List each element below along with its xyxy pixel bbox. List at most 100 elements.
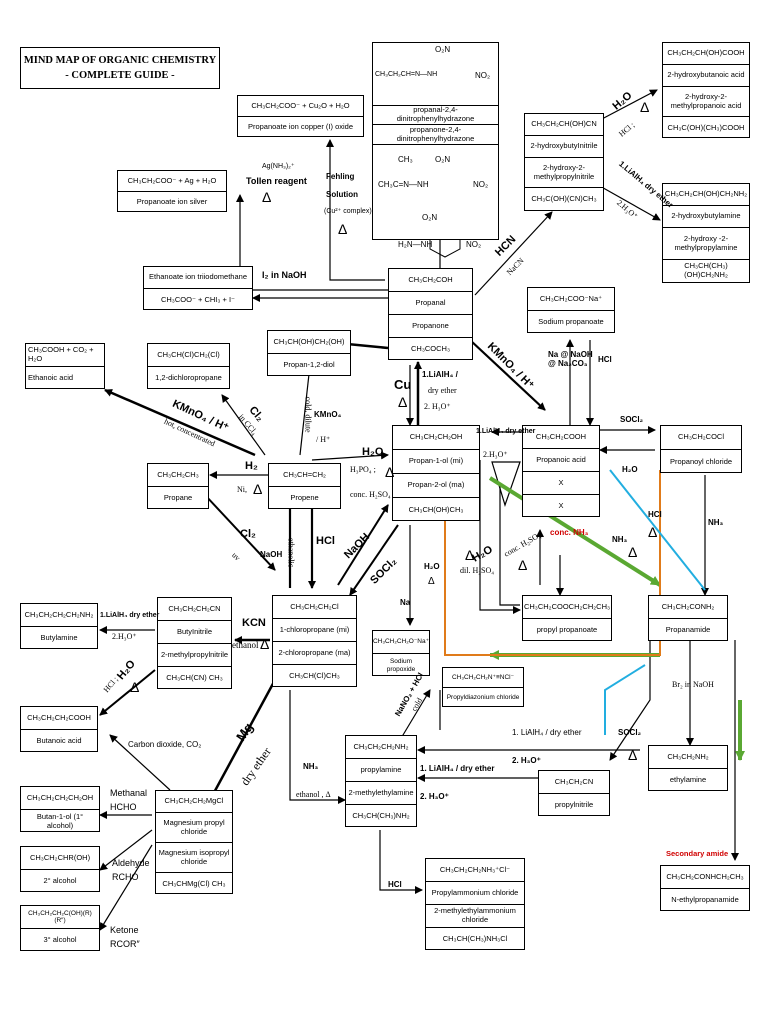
ammonium-box: CH₃CH₂CH₂NH₃⁺Cl⁻ Propylammonium chloride…	[425, 858, 525, 950]
butanol-box: CH₃CH₂CH₂CH₂OH Butan-1-ol (1° alcohol)	[20, 786, 100, 832]
br2-naoh-label: Br₂ in NaOH	[672, 680, 714, 689]
propene-box: CH₃CH=CH₂ Propene	[268, 463, 341, 509]
dichloropropane-box: CH₃CH(Cl)CH₂(Cl) 1,2-dichloropropane	[147, 343, 230, 389]
heat-symbol: Δ	[260, 636, 270, 652]
carbonyl-box: CH₃CH₂COH Propanal Propanone CH₃COCH₃	[388, 268, 473, 360]
heat-symbol: Δ	[628, 747, 638, 763]
fehling-solution-label: Solution	[326, 190, 358, 199]
h2-label: H₂	[245, 460, 258, 472]
dnp-reagent-o2n: O₂N	[422, 213, 438, 222]
butanoic-acid-box: CH₃CH₂CH₂COOH Butanoic acid	[20, 706, 98, 752]
page-title: MIND MAP OF ORGANIC CHEMISTRY - COMPLETE…	[20, 47, 220, 89]
methanal-label: Methanal	[110, 788, 148, 798]
h2o-label: H₂O	[362, 446, 384, 458]
secondary-amide-label: Secondary amide	[666, 849, 729, 858]
rcho-label: RCHO	[112, 872, 139, 882]
hydroxy-nitriles-box: CH₃CH₂CH(OH)CN 2-hydroxybutyInitrile 2-h…	[524, 113, 604, 211]
diazonium-box: CH₃CH₂CH₂N⁺≡NCl⁻ Propyldiazonium chlorid…	[442, 667, 524, 707]
heat-symbol: Δ	[338, 221, 348, 237]
fehling-products-box: CH₃CH₂COO⁻ + Cu₂O + H₂O Propanoate ion c…	[237, 95, 364, 137]
heat-symbol: Δ	[640, 99, 650, 115]
heat-symbol: Δ	[398, 394, 408, 410]
nh3-label: NH₃	[708, 518, 724, 527]
ni-label: Ni,	[237, 485, 247, 494]
ester-box: CH₃CH₂COOCH₂CH₂CH₃ propyl propanoate	[522, 595, 612, 641]
h3o-label: 2.H₃O⁺	[112, 632, 137, 641]
heat-symbol: Δ	[465, 547, 475, 563]
na-label: Na	[400, 598, 411, 607]
kcn-label: KCN	[242, 617, 266, 629]
ethanol-label: ethanol	[232, 640, 259, 650]
rcor-label: RCOR″	[110, 939, 140, 949]
dry-ether-label: dry ether	[428, 386, 457, 395]
h3o-label: 2. H₃O⁺	[512, 756, 541, 765]
co2-label: Carbon dioxide, CO₂	[128, 740, 202, 749]
hydrazone-box: O₂N CH₃CH₂CH=N—NH NO₂ propanal-2,4-dinit…	[372, 42, 499, 240]
hydroxy-acids-box: CH₃CH₂CH(OH)COOH 2-hydroxybutanoic acid …	[662, 42, 750, 138]
sodium-propanoate-box: CH₃CH₂COO⁻Na⁺ Sodium propanoate	[527, 287, 615, 333]
heat-symbol: Δ	[253, 481, 263, 497]
h2o-label: H₂O	[622, 465, 638, 474]
iodoform-products-box: Ethanoate ion triiodomethane CH₃COO⁻ + C…	[143, 266, 253, 310]
hcho-label: HCHO	[110, 802, 137, 812]
h3o-label: 2. H₃O⁺	[420, 792, 449, 801]
conc-h2so4-label: conc. H₂SO₄	[350, 490, 391, 499]
acyl-chloride-box: CH₃CH₂COCl Propanoyl chloride	[660, 425, 742, 473]
grignard-box: CH₃CH₂CH₂MgCl Magnesium propyl chloride …	[155, 790, 233, 894]
secondary-alcohol-box: CH₃CH₂CHR(OH) 2° alcohol	[20, 846, 100, 892]
propane-box: CH₃CH₂CH₃ Propane	[147, 463, 209, 509]
tollen-formula: Ag(NH₃)₂⁺	[262, 163, 295, 170]
ketone-label: Ketone	[110, 925, 139, 935]
tollen-products-box: CH₃CH₂COO⁻ + Ag + H₂O Propanoate ion sil…	[117, 170, 227, 212]
lialh4-label: 1. LiAlH₄ / dry ether	[420, 764, 495, 773]
lialh4-label: 1.LiAlH₄ dry ether	[476, 428, 536, 435]
ethanol-label: ethanol , Δ	[296, 790, 331, 799]
acid-label: / H⁺	[316, 435, 331, 444]
heat-symbol: Δ	[130, 679, 140, 695]
diol-box: CH₃CH(OH)CH₂(OH) Propan-1,2-diol	[267, 330, 351, 376]
h3o-label: 2.H₃O⁺	[483, 450, 508, 459]
heat-symbol: Δ	[428, 576, 435, 587]
cl2-uv-label: Cl₂	[240, 528, 256, 540]
kmno4-cold-label: KMnO₄	[314, 410, 342, 419]
h2o-label: H₂O	[424, 562, 440, 571]
hcl-label: HCl	[648, 510, 662, 519]
heat-symbol: Δ	[262, 189, 272, 205]
na-conditions-label: Na @ NaOH @ Na₂CO₃	[548, 350, 593, 369]
dil-h2so4-label: dil. H₂SO₄	[460, 566, 495, 575]
iodine-label: I₂ in NaOH	[262, 270, 307, 280]
heat-symbol: Δ	[518, 557, 528, 573]
socl2-label: SOCl₂	[618, 728, 642, 737]
ethanoic-acid-box: CH₃COOH + CO₂ + H₂O Ethanoic acid	[25, 343, 105, 389]
lialh4-label: 1.LiAlH₄ /	[422, 370, 458, 379]
propylamines-box: CH₃CH₂CH₂NH₂ propylamine 2-methylethylam…	[345, 735, 417, 827]
alcohols-box: CH₃CH₂CH₂OH Propan-1-ol (mi) Propan-2-ol…	[392, 425, 480, 521]
hcl-label: HCl	[316, 535, 335, 547]
heat-symbol: Δ	[648, 524, 658, 540]
hcl-label: HCl	[598, 355, 612, 364]
conc-nh3-label: conc. NH₃	[550, 528, 589, 537]
sodium-propoxide-box: CH₃CH₂CH₂O⁻Na⁺ Sodium propoxide	[372, 630, 430, 676]
cu-label: Cu	[394, 377, 412, 392]
ethylamine-box: CH₃CH₂NH₂ ethylamine	[648, 745, 728, 791]
nh3-label: NH₃	[612, 535, 628, 544]
socl2-label: SOCl₂	[620, 415, 644, 424]
aldehyde-label: Aldehyde	[112, 858, 150, 868]
tertiary-alcohol-box: CH₃CH₂CH₂C(OH)(R)(R″) 3° alcohol	[20, 905, 100, 951]
c4-nitriles-box: CH₃CH₂CH₂CN ButyInitrile 2-methylpropyln…	[157, 597, 232, 689]
heat-symbol: Δ	[385, 464, 395, 480]
lialh4-label: 1. LiAlH₄ / dry ether	[512, 728, 582, 737]
fehling-label: Fehling	[326, 172, 355, 181]
h3po4-label: H₃PO₄ ;	[350, 465, 376, 474]
dnp-reagent-no2: NO₂	[466, 240, 482, 249]
chloropropanes-box: CH₃CH₂CH₂Cl 1-chloropropane (mi) 2-chlor…	[272, 595, 357, 687]
cold-dilute-label: cold, dilute	[303, 396, 313, 433]
nh3-label: NH₃	[303, 762, 319, 771]
dnp-reagent-h2n: H₂N—NH	[398, 240, 433, 249]
hcl-label: HCl	[388, 880, 402, 889]
heat-symbol: Δ	[628, 544, 638, 560]
lialh4-label: 1.LiAlH₄ dry ether	[100, 612, 160, 619]
h3o-label: 2. H₃O⁺	[424, 402, 451, 411]
fehling-complex-label: (Cu²⁺ complex)	[324, 208, 372, 215]
